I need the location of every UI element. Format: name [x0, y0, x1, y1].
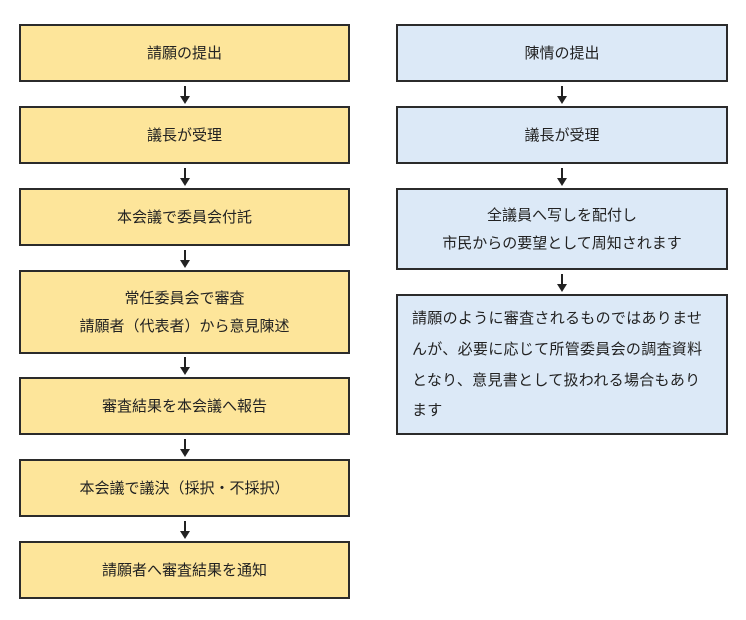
- down-arrow-icon: [180, 357, 190, 375]
- petition-step-2-text: 議長が受理: [146, 125, 222, 144]
- petition-step-6: 本会議で議決（採択・不採択）: [19, 459, 350, 517]
- appeal-step-2: 議長が受理: [396, 106, 728, 164]
- down-arrow-icon: [180, 250, 190, 268]
- petition-step-3: 本会議で委員会付託: [19, 188, 350, 246]
- down-arrow-icon: [557, 274, 567, 292]
- appeal-step-1: 陳情の提出: [396, 24, 728, 82]
- petition-step-1-text: 請願の提出: [146, 43, 222, 62]
- petition-step-4-line-1: 常任委員会で審査: [124, 288, 245, 307]
- appeal-step-3-line-1: 全議員へ写しを配付し: [486, 205, 637, 224]
- petition-step-7: 請願者へ審査結果を通知: [19, 541, 350, 599]
- down-arrow-icon: [180, 521, 190, 539]
- appeal-step-3: 全議員へ写しを配付し 市民からの要望として周知されます: [396, 188, 728, 270]
- petition-step-5: 審査結果を本会議へ報告: [19, 377, 350, 435]
- petition-step-7-text: 請願者へ審査結果を通知: [101, 560, 267, 579]
- petition-step-4-line-2: 請願者（代表者）から意見陳述: [79, 317, 290, 335]
- down-arrow-icon: [557, 86, 567, 104]
- petition-step-1: 請願の提出: [19, 24, 350, 82]
- appeal-step-4-text: 請願のように審査されるものではありませんが、必要に応じて所管委員会の調査資料とな…: [412, 309, 703, 420]
- petition-step-5-text: 審査結果を本会議へ報告: [101, 396, 267, 415]
- petition-step-6-text: 本会議で議決（採択・不採択）: [79, 478, 290, 497]
- down-arrow-icon: [180, 86, 190, 104]
- down-arrow-icon: [180, 439, 190, 457]
- petition-step-3-text: 本会議で委員会付託: [116, 207, 252, 226]
- appeal-step-1-text: 陳情の提出: [524, 43, 600, 62]
- petition-step-4: 常任委員会で審査 請願者（代表者）から意見陳述: [19, 270, 350, 354]
- appeal-step-4: 請願のように審査されるものではありませんが、必要に応じて所管委員会の調査資料とな…: [396, 294, 728, 435]
- appeal-step-3-line-2: 市民からの要望として周知されます: [442, 234, 682, 252]
- down-arrow-icon: [557, 168, 567, 186]
- petition-step-2: 議長が受理: [19, 106, 350, 164]
- appeal-step-2-text: 議長が受理: [524, 125, 600, 144]
- down-arrow-icon: [180, 168, 190, 186]
